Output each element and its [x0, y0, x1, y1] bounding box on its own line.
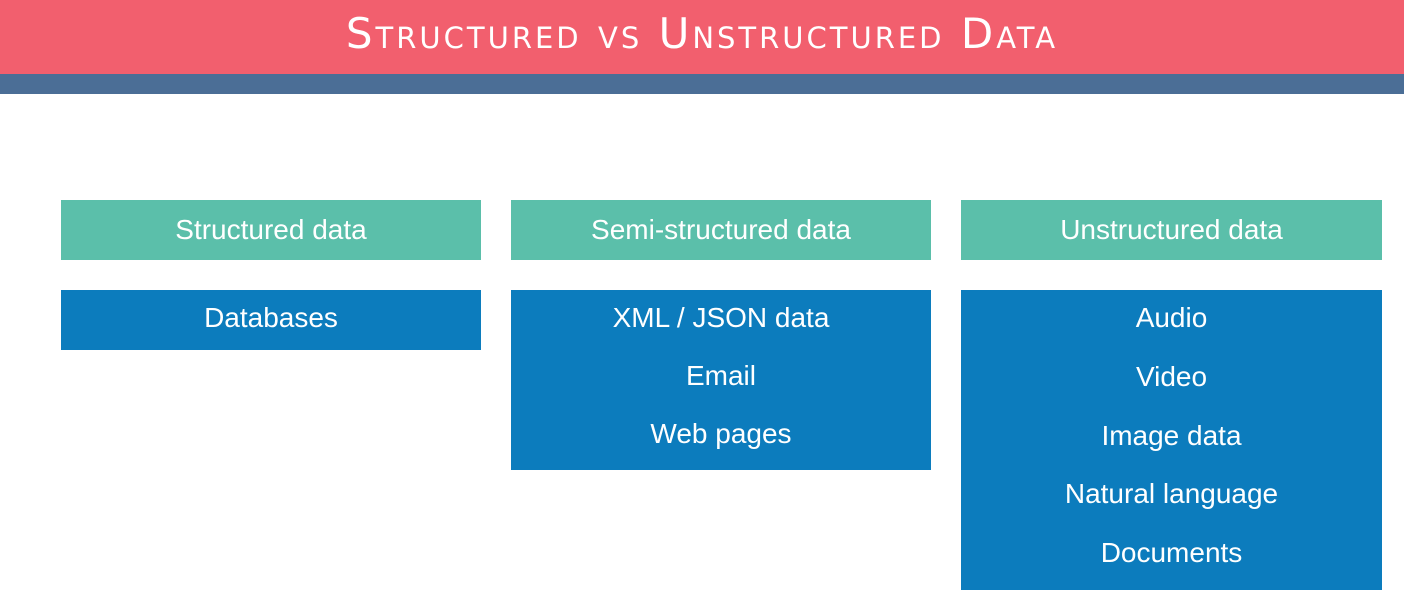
column-header-unstructured: Unstructured data	[961, 200, 1382, 260]
list-item: Image data	[1101, 419, 1242, 451]
column-box-semi-structured: XML / JSON data Email Web pages	[511, 290, 931, 470]
list-item: Video	[1135, 360, 1208, 392]
column-header-structured: Structured data	[61, 200, 481, 260]
list-item: Audio	[1135, 302, 1208, 333]
list-item: Web pages	[650, 418, 792, 449]
title-bar: Structured vs Unstructured Data	[0, 0, 1404, 74]
column-box-structured: Databases	[61, 290, 481, 350]
list-item: Documents	[1100, 537, 1243, 569]
list-item: Natural language	[1064, 478, 1279, 510]
list-item: Email	[685, 360, 756, 391]
title-stripe	[0, 74, 1404, 94]
list-item: Databases	[204, 302, 338, 333]
column-header-semi-structured: Semi-structured data	[511, 200, 931, 260]
list-item: XML / JSON data	[612, 302, 830, 333]
column-box-unstructured: Audio Video Image data Natural language …	[961, 290, 1382, 590]
page-title: Structured vs Unstructured Data	[345, 9, 1059, 58]
